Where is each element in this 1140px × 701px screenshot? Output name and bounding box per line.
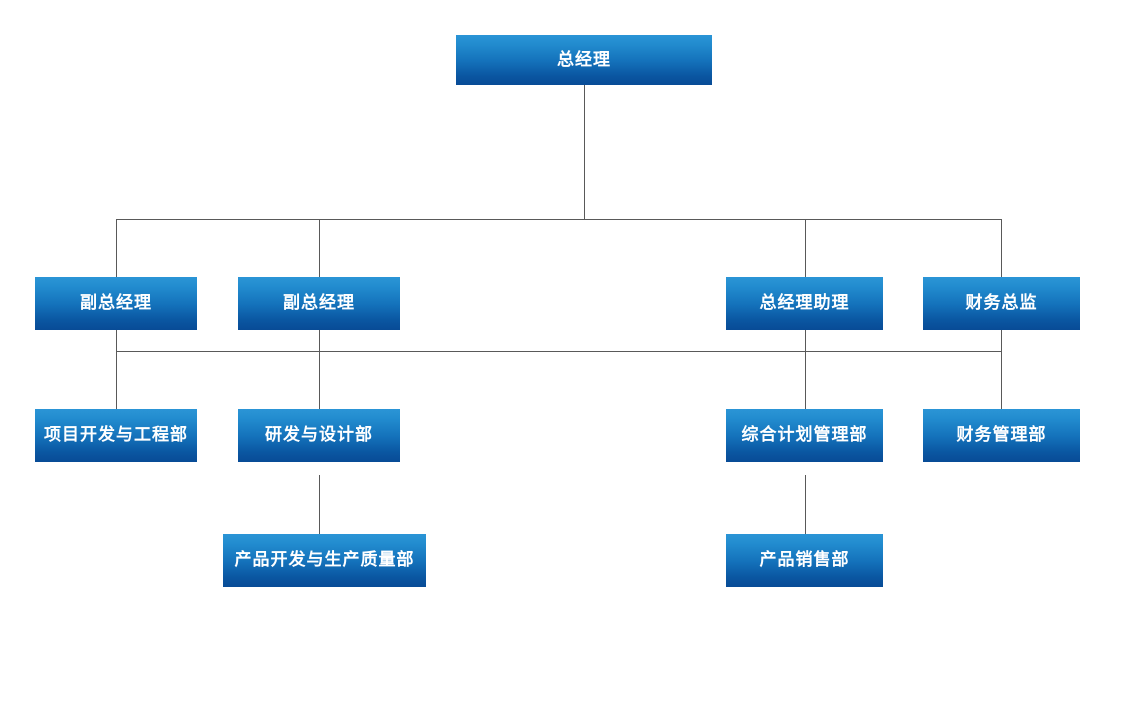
connector-drop-prod-qual bbox=[319, 475, 320, 534]
connector-bus-level2 bbox=[116, 219, 1002, 220]
org-node-dgm2[interactable]: 副总经理 bbox=[238, 277, 400, 330]
connector-riser-assist bbox=[805, 330, 806, 409]
connector-drop-assistant bbox=[805, 219, 806, 277]
org-node-rnd-design[interactable]: 研发与设计部 bbox=[238, 409, 400, 462]
org-node-prod-quality[interactable]: 产品开发与生产质量部 bbox=[223, 534, 426, 587]
connector-riser-dgm2 bbox=[319, 330, 320, 409]
org-node-prod-sales[interactable]: 产品销售部 bbox=[726, 534, 883, 587]
org-node-fin-mgmt[interactable]: 财务管理部 bbox=[923, 409, 1080, 462]
org-node-cfo[interactable]: 财务总监 bbox=[923, 277, 1080, 330]
org-node-gm[interactable]: 总经理 bbox=[456, 35, 712, 85]
org-node-plan-mgmt[interactable]: 综合计划管理部 bbox=[726, 409, 883, 462]
org-node-proj-eng[interactable]: 项目开发与工程部 bbox=[35, 409, 197, 462]
connector-drop-dgm2 bbox=[319, 219, 320, 277]
org-node-gm-assistant[interactable]: 总经理助理 bbox=[726, 277, 883, 330]
connector-drop-cfo bbox=[1001, 219, 1002, 277]
connector-riser-cfo bbox=[1001, 330, 1002, 409]
connector-bus-level3 bbox=[116, 351, 1002, 352]
org-node-dgm1[interactable]: 副总经理 bbox=[35, 277, 197, 330]
connector-riser-dgm1 bbox=[116, 330, 117, 409]
connector-gm-drop bbox=[584, 85, 585, 219]
connector-drop-dgm1 bbox=[116, 219, 117, 277]
connector-drop-prod-sale bbox=[805, 475, 806, 534]
